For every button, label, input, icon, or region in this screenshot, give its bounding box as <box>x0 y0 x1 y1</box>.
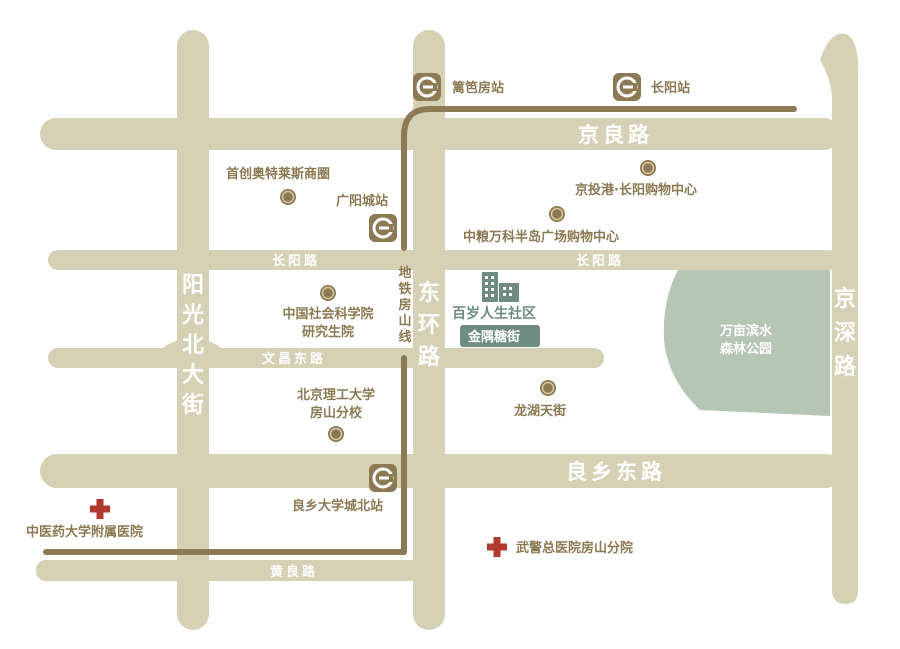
poi-cass[interactable]: 中国社会科学院研究生院 <box>282 285 374 340</box>
road-label-donghuan: 东环路 <box>418 280 441 370</box>
park-label: 万亩滨水森林公园 <box>719 323 773 357</box>
red-cross-icon <box>487 537 507 557</box>
label-line: 中国社会科学院 <box>282 306 373 322</box>
road-label-wenchang-east: 文昌东路 <box>262 351 326 367</box>
poi-marker-icon <box>320 285 336 301</box>
vertical-label-char: 山 <box>398 313 411 329</box>
building-icon <box>482 272 519 302</box>
poi-bit[interactable]: 北京理工大学房山分校 <box>297 387 375 442</box>
poi-label-cass: 中国社会科学院研究生院 <box>282 306 373 340</box>
vertical-label-char: 京 <box>834 286 856 312</box>
station-liangxiang-univ-north[interactable]: 良乡大学城北站 <box>292 464 397 514</box>
vertical-label-char: 地 <box>398 265 411 281</box>
wanmu-forest-park <box>663 270 830 416</box>
vertical-label-char: 东 <box>418 280 440 306</box>
poi-marker-icon <box>280 189 296 205</box>
red-cross-icon <box>90 499 110 519</box>
poi-longhu[interactable]: 龙湖天街 <box>514 380 566 419</box>
hospital-tcm[interactable]: 中医药大学附属医院 <box>26 499 143 540</box>
hospital-armed-police[interactable]: 武警总医院房山分院 <box>487 537 633 557</box>
vertical-label-char: 线 <box>398 329 411 345</box>
road-huangliang <box>36 560 442 581</box>
vertical-label-char: 街 <box>181 392 204 418</box>
hospital-label-tcm: 中医药大学附属医院 <box>26 524 143 540</box>
community-marker[interactable]: 百岁人生社区 金隅糖街 <box>452 272 540 347</box>
station-label-liangxiang-univ-north: 良乡大学城北站 <box>292 498 383 514</box>
poi-marker-icon <box>540 380 556 396</box>
vertical-label-char: 环 <box>418 313 440 338</box>
metro-station-icon <box>613 73 641 101</box>
metro-station-icon <box>413 73 441 101</box>
label-line: 北京理工大学 <box>297 387 375 403</box>
hospital-label-armed-police: 武警总医院房山分院 <box>516 540 633 556</box>
poi-shouchuang-outlets[interactable]: 首创奥特莱斯商圈 <box>226 166 330 205</box>
vertical-label-char: 深 <box>834 321 856 346</box>
metro-station-icon <box>369 464 397 492</box>
road-label-liangxiang-east: 良乡东路 <box>566 460 666 484</box>
label-line: 万亩滨水 <box>719 323 773 339</box>
poi-zhongliang-vanke[interactable]: 中粮万科半岛广场购物中心 <box>463 206 619 245</box>
road-label-changyang-east: 长阳路 <box>576 253 624 269</box>
road-yangguang-north <box>177 30 209 630</box>
station-libafang[interactable]: 篱笆房站 <box>413 73 504 101</box>
vertical-label-char: 路 <box>834 354 857 380</box>
poi-label-longhu: 龙湖天街 <box>514 403 566 419</box>
station-guangyangcheng[interactable]: 广阳城站 <box>336 193 397 242</box>
road-label-huangliang: 黄良路 <box>270 564 318 580</box>
vertical-label-char: 路 <box>418 344 441 370</box>
label-line: 研究生院 <box>302 324 354 340</box>
poi-label-shouchuang: 首创奥特莱斯商圈 <box>226 166 330 182</box>
community-badge <box>460 325 540 347</box>
label-line: 房山分校 <box>310 405 363 421</box>
metro-line <box>43 106 797 555</box>
road-label-jingshen: 京深路 <box>834 286 857 380</box>
station-changyang[interactable]: 长阳站 <box>613 73 690 101</box>
poi-label-zhongliang: 中粮万科半岛广场购物中心 <box>463 229 619 245</box>
station-label-changyang: 长阳站 <box>651 80 690 96</box>
poi-label-jingtougang: 京投港·长阳购物中心 <box>575 182 697 198</box>
vertical-label-char: 大 <box>182 363 204 388</box>
vertical-label-char: 北 <box>182 333 204 358</box>
vertical-label-char: 阳 <box>182 273 204 298</box>
road-donghuan <box>413 30 445 630</box>
vertical-label-char: 铁 <box>397 281 411 297</box>
community-badge-label: 金隅糖街 <box>467 329 520 345</box>
vertical-label-char: 光 <box>181 303 204 328</box>
poi-marker-icon <box>640 160 656 176</box>
station-label-libafang: 篱笆房站 <box>452 80 504 96</box>
station-label-guangyangcheng: 广阳城站 <box>336 193 388 209</box>
vertical-label-char: 房 <box>398 297 411 313</box>
label-line: 森林公园 <box>720 341 772 357</box>
community-name: 百岁人生社区 <box>452 305 536 322</box>
metro-station-icon <box>369 214 397 242</box>
road-label-changyang-west: 长阳路 <box>272 253 320 269</box>
poi-marker-icon <box>328 426 344 442</box>
poi-label-bit: 北京理工大学房山分校 <box>297 387 375 421</box>
poi-jingtougang[interactable]: 京投港·长阳购物中心 <box>575 160 697 198</box>
poi-marker-icon <box>549 206 565 222</box>
road-jingshen <box>820 33 859 604</box>
road-label-jingliang: 京良路 <box>578 123 653 147</box>
